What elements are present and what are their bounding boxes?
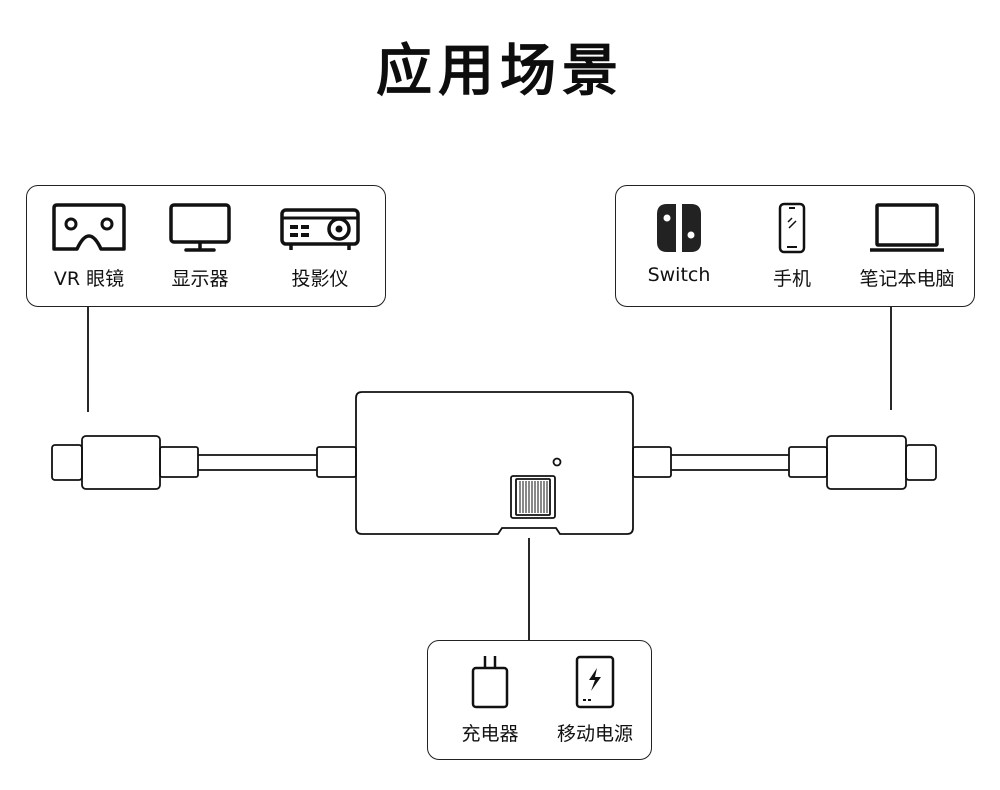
game-console-icon [657, 204, 701, 252]
bottom-power-panel: 充电器 移动电源 [427, 640, 652, 760]
device-charger: 充电器 [440, 655, 540, 746]
device-label: 投影仪 [291, 268, 349, 290]
device-label: Switch [647, 264, 711, 286]
projector-icon [280, 208, 360, 250]
adapter-body [355, 391, 634, 535]
charger-icon [471, 656, 509, 709]
device-label: 手机 [772, 268, 811, 290]
smartphone-icon [778, 202, 806, 254]
left-cable [51, 435, 357, 490]
device-laptop: 笔记本电脑 [847, 202, 967, 291]
device-phone: 手机 [737, 202, 847, 291]
right-device-panel: Switch 手机 笔记本电脑 [615, 185, 975, 307]
right-cable [632, 435, 937, 490]
device-projector: 投影仪 [265, 202, 375, 291]
usb-c-port [510, 475, 556, 519]
device-switch: Switch [624, 202, 734, 286]
device-power-bank: 移动电源 [540, 655, 650, 746]
device-label: VR 眼镜 [53, 268, 125, 290]
device-label: 移动电源 [556, 723, 633, 745]
monitor-icon [169, 203, 231, 252]
device-label: 充电器 [461, 723, 519, 745]
page-title: 应用场景 [376, 39, 624, 104]
device-label: 笔记本电脑 [859, 268, 955, 290]
power-bank-icon [575, 655, 615, 709]
status-led [552, 457, 562, 467]
left-device-panel: VR 眼镜 显示器 投影仪 [26, 185, 386, 307]
device-monitor: 显示器 [145, 202, 255, 291]
device-vr-headset: VR 眼镜 [35, 202, 143, 291]
laptop-icon [870, 203, 944, 252]
vr-headset-icon [52, 203, 126, 251]
device-label: 显示器 [171, 268, 229, 290]
